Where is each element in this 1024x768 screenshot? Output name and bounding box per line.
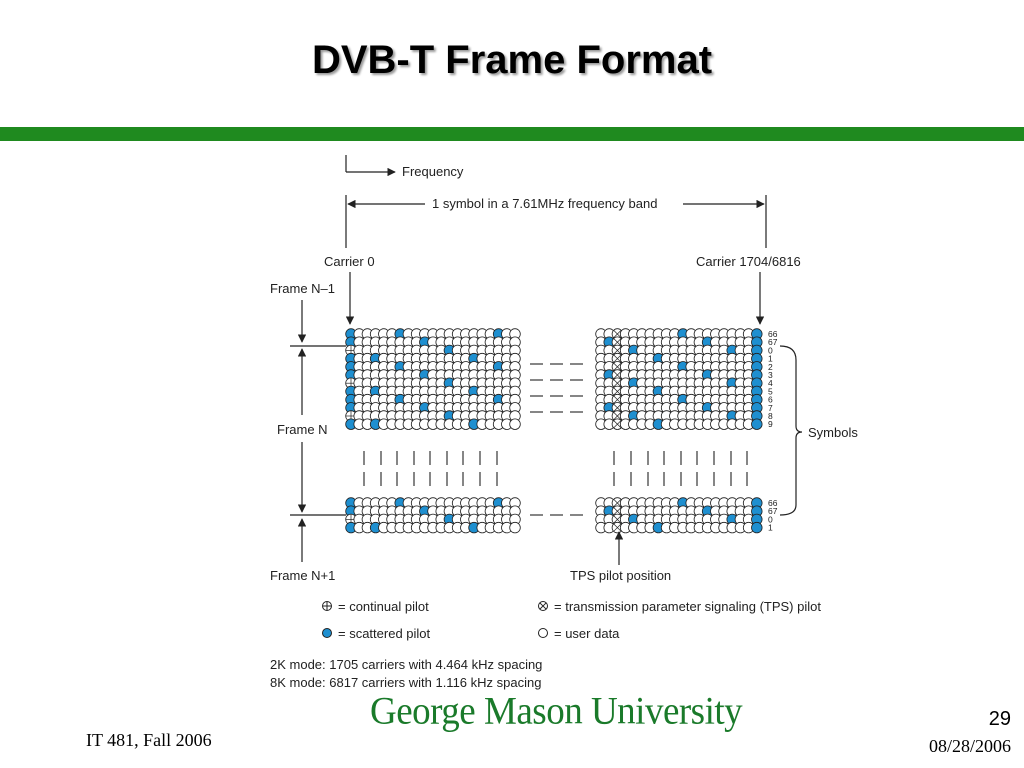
carrier-start-label: Carrier 0: [324, 254, 375, 269]
page-number: 29: [988, 708, 1011, 730]
legend-user-data: = user data: [554, 626, 620, 641]
mode-8k-text: 8K mode: 6817 carriers with 1.116 kHz sp…: [270, 675, 541, 690]
tps-pilot-cell: [611, 336, 624, 348]
frame-cur-label: Frame N: [277, 422, 328, 437]
legend: = continual pilot = transmission paramet…: [322, 599, 821, 641]
university-logo: George Mason University: [370, 689, 743, 734]
symbol-number: 1: [768, 523, 773, 533]
symbols-label: Symbols: [808, 425, 858, 440]
continual-pilot-icon: [322, 601, 332, 611]
symbol-number: 1: [768, 354, 773, 364]
band-label: 1 symbol in a 7.61MHz frequency band: [432, 196, 657, 211]
symbol-number: 9: [768, 419, 773, 429]
user-data-cell: [509, 418, 521, 430]
carrier-grid-left-top: [345, 328, 521, 430]
carrier-grid-right-top: [595, 328, 763, 430]
symbol-number: 66: [768, 329, 778, 339]
symbol-number: 3: [768, 370, 773, 380]
symbol-number: 66: [768, 498, 778, 508]
footer-course: IT 481, Fall 2006: [86, 730, 212, 750]
symbol-number: 4: [768, 378, 773, 388]
carrier-grid-right-bottom: [595, 497, 763, 534]
scattered-pilot-cell: [751, 418, 763, 430]
symbol-number: 8: [768, 411, 773, 421]
title-divider-bar: [0, 127, 1024, 141]
omitted-carriers-dashes: [530, 363, 583, 516]
tps-position-label: TPS pilot position: [570, 568, 671, 583]
scattered-pilot-cell: [751, 521, 763, 534]
scattered-pilot-icon: [322, 628, 332, 638]
carrier-end-label: Carrier 1704/6816: [696, 254, 801, 269]
legend-scattered-pilot: = scattered pilot: [338, 626, 431, 641]
frequency-label: Frequency: [402, 164, 464, 179]
carrier-grid-left-bottom: [345, 497, 521, 534]
symbol-number: 5: [768, 386, 773, 396]
symbol-number: 0: [768, 514, 773, 524]
user-data-cell: [509, 521, 521, 534]
symbols-brace: [779, 345, 803, 516]
symbol-number: 67: [768, 506, 778, 516]
frame-prev-label: Frame N–1: [270, 281, 335, 296]
symbol-number: 67: [768, 337, 778, 347]
symbol-number: 6: [768, 395, 773, 405]
footer-date: 08/28/2006: [928, 736, 1011, 756]
legend-continual-pilot: = continual pilot: [338, 599, 429, 614]
user-data-icon: [538, 628, 548, 638]
symbol-number: 7: [768, 403, 773, 413]
legend-tps-pilot: = transmission parameter signaling (TPS)…: [554, 599, 821, 614]
tps-pilot-cell: [611, 393, 624, 406]
symbol-number: 0: [768, 345, 773, 355]
mode-2k-text: 2K mode: 1705 carriers with 4.464 kHz sp…: [270, 657, 542, 672]
omitted-symbols-bars: [363, 451, 748, 486]
tps-pilot-icon: [538, 601, 548, 611]
dvbt-frame-diagram: Frequency 1 symbol in a 7.61MHz frequenc…: [270, 155, 858, 690]
symbol-number: 2: [768, 362, 773, 372]
frame-next-label: Frame N+1: [270, 568, 335, 583]
slide-title: DVB-T Frame Format: [311, 38, 713, 82]
tps-pilot-cell: [611, 377, 624, 389]
